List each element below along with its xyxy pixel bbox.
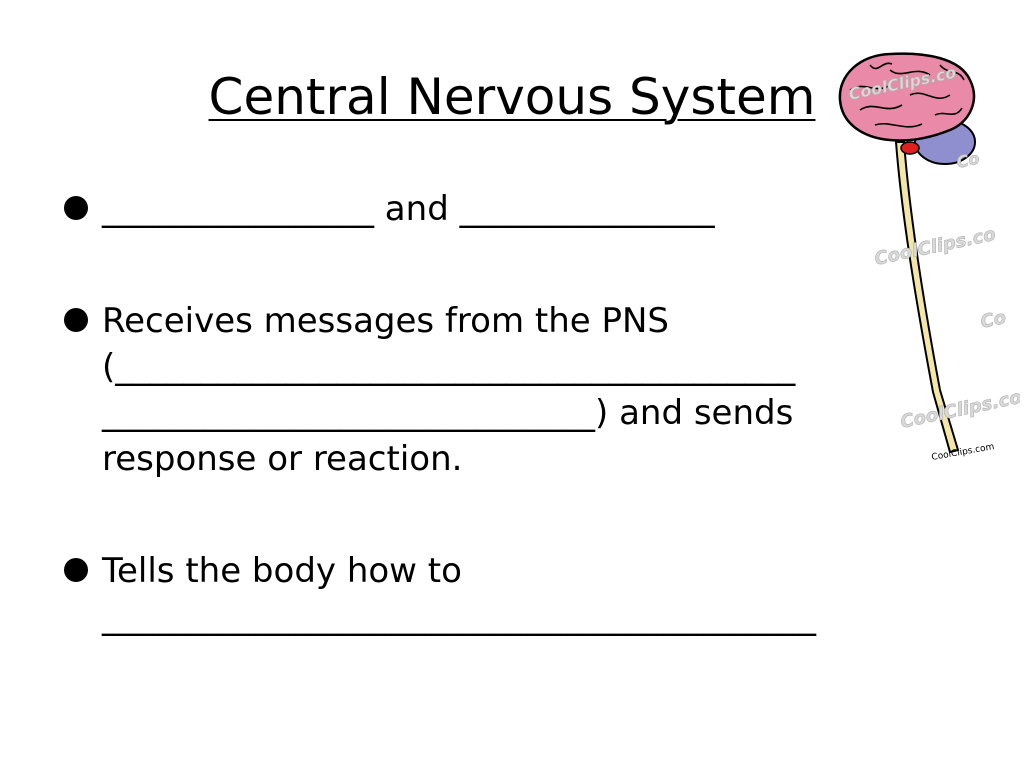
bullet-dot-icon	[64, 308, 88, 332]
bullet-dot-icon	[64, 196, 88, 220]
bullet-dot-icon	[64, 558, 88, 582]
bullet-text: ________________ and _______________	[102, 189, 715, 229]
brain-spinal-cord-illustration: CoolClips.co Co CoolClips.co Co CoolClip…	[838, 52, 1020, 463]
watermark-text: Co	[955, 149, 981, 172]
bullet-text: Receives messages from the PNS (________…	[102, 301, 796, 479]
watermark-text: CoolClips.co	[873, 224, 998, 270]
bullet-item: Tells the body how to __________________…	[64, 548, 904, 640]
watermark-text: CoolClips.co	[899, 387, 1020, 433]
bullet-text: Tells the body how to __________________…	[102, 551, 816, 637]
slide-title: Central Nervous System	[208, 68, 816, 126]
brain-folds	[849, 62, 965, 128]
spinal-cord-shape	[894, 141, 960, 454]
watermark-text: Co	[979, 307, 1008, 333]
bullet-item: Receives messages from the PNS (________…	[64, 298, 904, 482]
brainstem-shape	[900, 141, 920, 155]
cerebrum-shape	[838, 52, 976, 142]
watermark-text: CoolClips.com	[931, 442, 995, 463]
bullet-item: ________________ and _______________	[64, 186, 904, 232]
